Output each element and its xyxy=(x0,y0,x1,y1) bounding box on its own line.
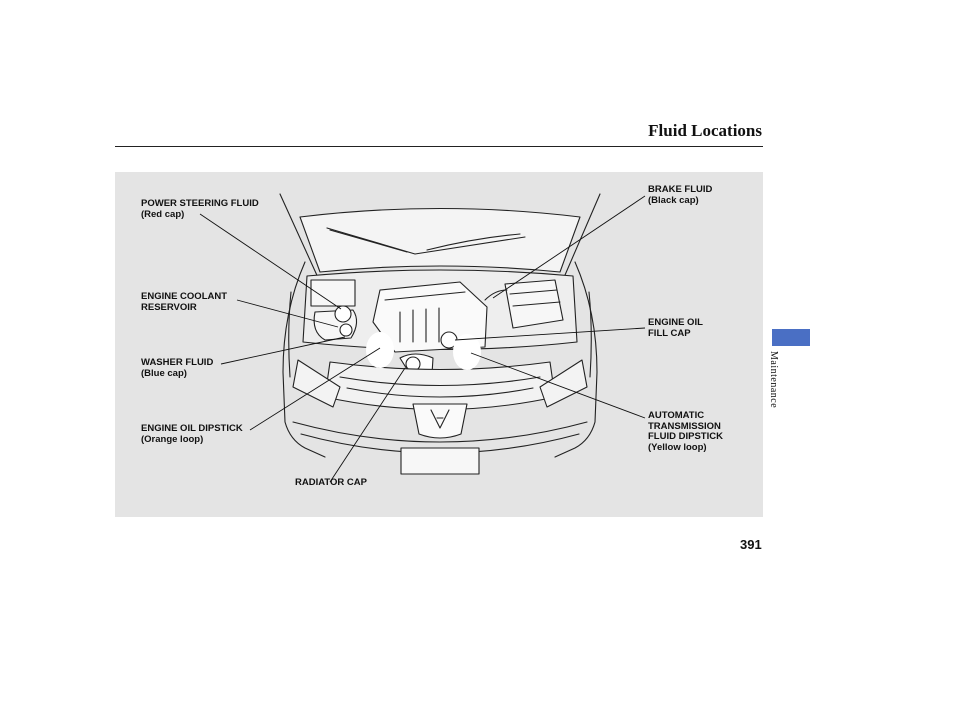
page-title: Fluid Locations xyxy=(648,121,762,140)
label-line: RADIATOR CAP xyxy=(295,477,367,488)
label-line: POWER STEERING FLUID xyxy=(141,198,259,209)
title-rule xyxy=(115,146,763,147)
label-line: WASHER FLUID xyxy=(141,357,214,368)
leader-radiator-cap xyxy=(329,367,406,483)
label-power-steering-fluid: POWER STEERING FLUID (Red cap) xyxy=(141,198,259,220)
label-line: RESERVOIR xyxy=(141,301,197,313)
label-line: TRANSMISSION xyxy=(648,420,721,432)
label-line: AUTOMATIC xyxy=(648,410,705,421)
leader-engine-oil-dipstick xyxy=(249,347,381,431)
label-line: ENGINE COOLANT xyxy=(141,291,228,302)
leader-engine-coolant xyxy=(236,299,339,328)
leader-washer-fluid xyxy=(220,336,346,365)
page-number: 391 xyxy=(740,537,762,552)
leader-engine-oil-fill-cap xyxy=(454,327,646,341)
label-line: (Blue cap) xyxy=(141,367,187,379)
label-line: ENGINE OIL DIPSTICK xyxy=(141,423,243,434)
label-engine-oil-dipstick: ENGINE OIL DIPSTICK (Orange loop) xyxy=(141,423,243,445)
label-radiator-cap: RADIATOR CAP xyxy=(295,477,367,489)
label-line: BRAKE FLUID xyxy=(648,184,713,195)
label-washer-fluid: WASHER FLUID (Blue cap) xyxy=(141,357,214,379)
label-line: ENGINE OIL xyxy=(648,317,703,328)
label-brake-fluid: BRAKE FLUID (Black cap) xyxy=(648,184,713,206)
label-engine-coolant-reservoir: ENGINE COOLANT RESERVOIR xyxy=(141,291,228,313)
label-line: (Yellow loop) xyxy=(648,441,707,453)
section-tab xyxy=(772,329,810,346)
engine-bay-illustration xyxy=(199,193,646,483)
leader-brake-fluid xyxy=(492,195,646,299)
leader-atf-dipstick xyxy=(470,352,646,419)
label-line: (Orange loop) xyxy=(141,433,204,445)
label-atf-dipstick: AUTOMATIC TRANSMISSION FLUID DIPSTICK (Y… xyxy=(648,410,723,453)
label-line: FLUID DIPSTICK xyxy=(648,431,723,442)
engine-diagram-panel: POWER STEERING FLUID (Red cap) ENGINE CO… xyxy=(115,172,763,517)
section-tab-label: Maintenance xyxy=(768,351,779,409)
leader-power-steering xyxy=(199,213,342,310)
label-line: FILL CAP xyxy=(648,327,691,339)
label-engine-oil-fill-cap: ENGINE OIL FILL CAP xyxy=(648,317,703,339)
label-line: (Red cap) xyxy=(141,208,185,220)
label-line: (Black cap) xyxy=(648,194,699,206)
